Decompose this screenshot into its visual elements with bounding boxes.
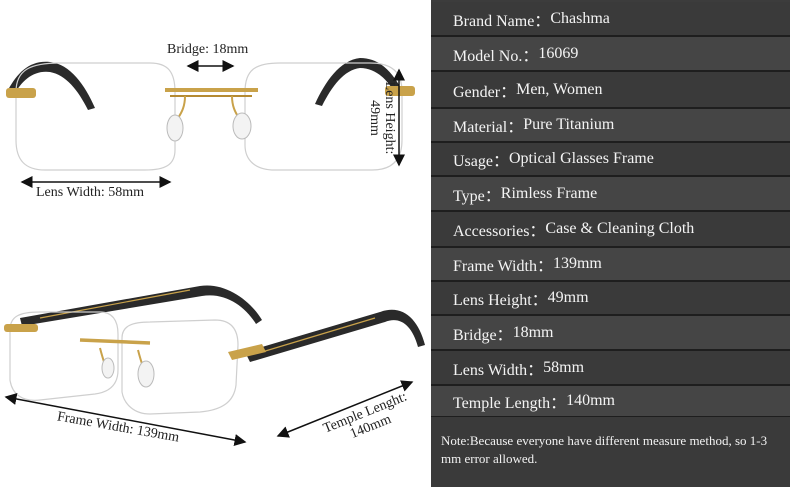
spec-row-lens-width: Lens Width：58mm [431,351,790,384]
glasses-drawing [4,58,425,446]
spec-value: Men, Women [516,80,603,98]
spec-value: 139mm [552,255,602,272]
spec-row-model: Model No.：16069 [431,37,790,70]
measurement-note: Note:Because everyone have different mea… [431,417,790,487]
spec-key: Type： [453,187,501,205]
spec-row-temple-length: Temple Length：140mm [431,386,790,416]
spec-row-material: Material：Pure Titanium [431,109,790,141]
spec-key: Usage： [453,153,509,170]
spec-key: Brand Name： [453,12,551,30]
spec-key: Bridge： [453,326,513,344]
lens-width-label: Lens Width: 58mm [36,185,145,200]
spec-value: 18mm [512,323,554,341]
front-view [6,58,415,171]
spec-value: Pure Titanium [523,116,615,133]
spec-value: Optical Glasses Frame [509,150,654,167]
spec-value: Rimless Frame [500,184,598,202]
frame-width-arrow [4,393,247,446]
glasses-illustration: Bridge: 18mm Lens Width: 58mm Lens Heigh… [4,42,425,446]
spec-row-frame-width: Frame Width：139mm [431,248,790,280]
spec-row-accessories: Accessories：Case & Cleaning Cloth [431,212,790,246]
spec-value: Chashma [550,9,610,27]
spec-key: Accessories： [453,223,546,240]
spec-key: Temple Length： [453,395,567,412]
spec-value: 49mm [547,289,589,306]
spec-value: 16069 [538,44,579,62]
spec-row-bridge: Bridge：18mm [431,316,790,349]
spec-row-lens-height: Lens Height：49mm [431,282,790,314]
spec-key: Lens Height： [453,292,548,309]
spec-row-brand: Brand Name：Chashma [431,2,790,35]
spec-key: Gender： [453,83,517,101]
temple-length-arrow [276,380,414,438]
spec-row-usage: Usage：Optical Glasses Frame [431,143,790,175]
spec-key: Material： [453,119,524,136]
spec-key: Frame Width： [453,258,553,275]
spec-value: Case & Cleaning Cloth [545,220,695,237]
lens-height-label-line1: Lens Height: [382,81,397,155]
angled-view [4,285,425,415]
spec-panel: Brand Name：Chashma Model No.：16069 Gende… [431,0,790,487]
spec-value: 58mm [543,358,585,376]
spec-key: Model No.： [453,47,539,65]
lens-height-label-line2: 49mm [367,100,382,136]
spec-row-type: Type：Rimless Frame [431,177,790,210]
spec-value: 140mm [566,392,615,409]
spec-row-gender: Gender：Men, Women [431,72,790,107]
spec-key: Lens Width： [453,361,544,379]
bridge-label: Bridge: 18mm [167,42,249,57]
